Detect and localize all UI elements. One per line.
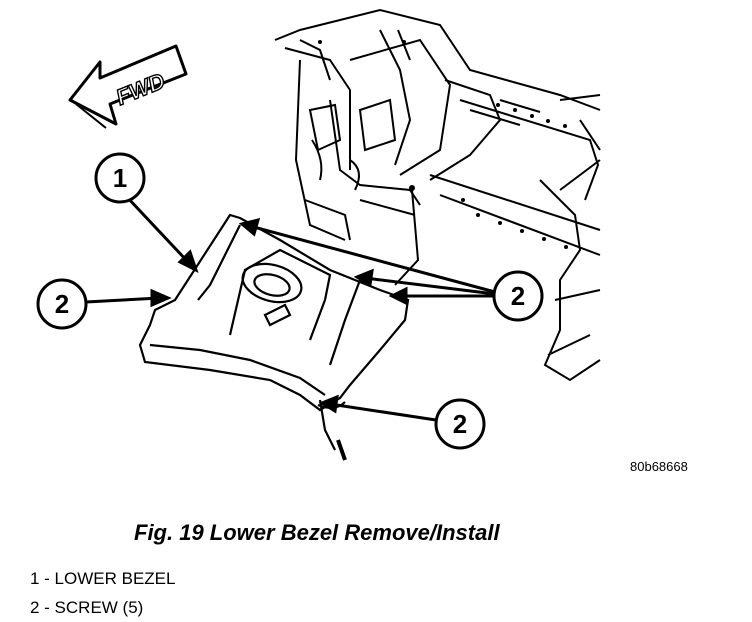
figure-caption: Fig. 19 Lower Bezel Remove/Install bbox=[134, 520, 500, 545]
legend-item: 2 - SCREW (5) bbox=[30, 598, 144, 617]
callout-1: 1 bbox=[94, 152, 146, 204]
dashboard-holes bbox=[318, 40, 568, 249]
legend-item: 1 - LOWER BEZEL bbox=[30, 569, 176, 588]
fwd-arrow: FWD bbox=[68, 44, 188, 129]
callout-2-bottom: 2 bbox=[434, 398, 486, 450]
legend: 1 - LOWER BEZEL 2 - SCREW (5) bbox=[30, 564, 175, 622]
figure-code: 80b68668 bbox=[630, 459, 688, 474]
callout-2-right: 2 bbox=[492, 270, 544, 322]
callout-2-bottom-label: 2 bbox=[453, 409, 467, 439]
callout-2-right-label: 2 bbox=[511, 281, 525, 311]
bezel-diagram: FWD bbox=[36, 8, 601, 461]
dashboard-frame bbox=[274, 8, 601, 382]
callout-1-label: 1 bbox=[113, 163, 127, 193]
leader-lines bbox=[85, 194, 496, 422]
callout-2-left-label: 2 bbox=[55, 289, 69, 319]
callout-2-left: 2 bbox=[36, 278, 88, 330]
